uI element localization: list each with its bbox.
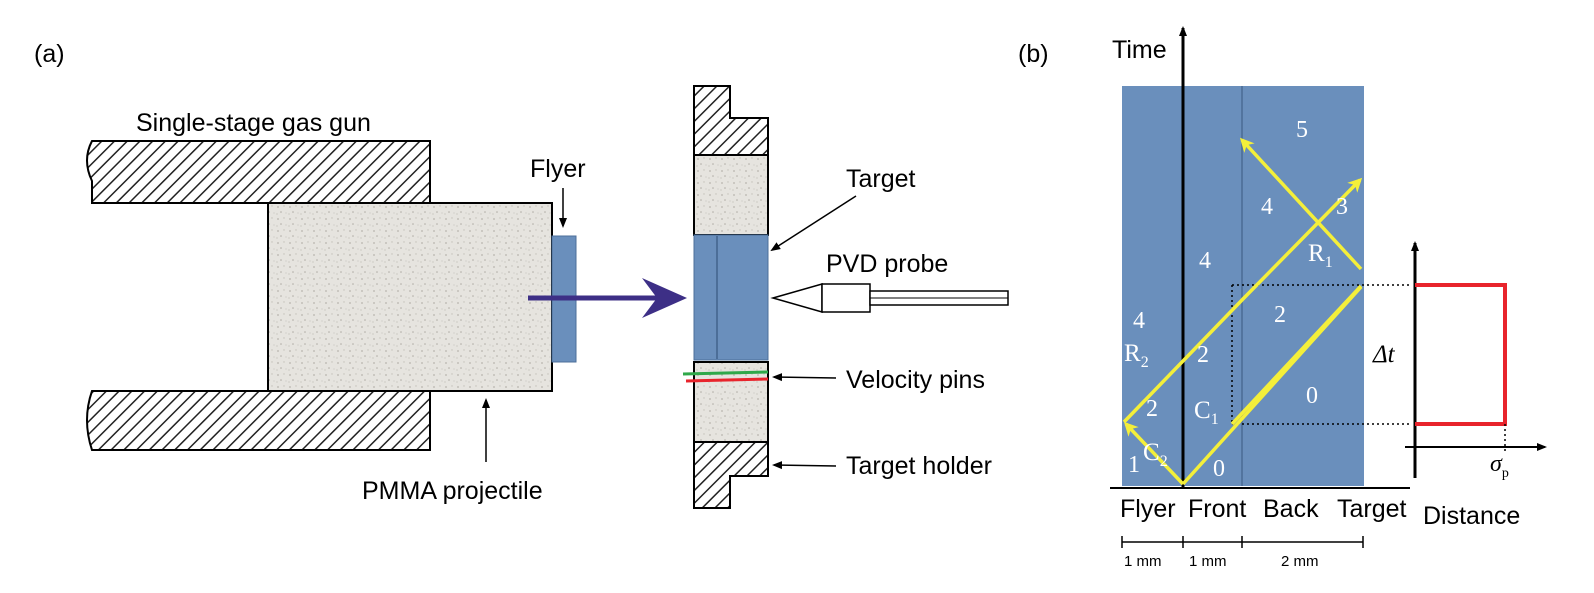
zone-4b: 4: [1199, 248, 1211, 274]
zone-3: 3: [1336, 194, 1348, 220]
wave-r2-c1: [1122, 177, 1363, 424]
distance-axis-label: Distance: [1423, 502, 1520, 530]
wave-label-c2: C2: [1143, 439, 1168, 470]
panel-a: (a) Single-stage gas gun Flyer T: [34, 40, 1009, 509]
inset-delta-t-label: Δt: [1372, 341, 1396, 368]
projectile-label: PMMA projectile: [362, 477, 543, 505]
target-pointer: [770, 195, 857, 252]
time-axis-label: Time: [1112, 36, 1167, 64]
zone-2b: 2: [1197, 342, 1209, 368]
thickness-flyer: 1 mm: [1124, 553, 1162, 570]
wave-label-r2: R2: [1124, 340, 1149, 371]
thickness-back-target: 2 mm: [1281, 553, 1319, 570]
guide-lines: [1231, 284, 1412, 425]
pins-label: Velocity pins: [846, 366, 985, 394]
wave-label-r1: R1: [1308, 240, 1333, 271]
gun-label: Single-stage gas gun: [136, 109, 371, 137]
holder-label: Target holder: [846, 452, 992, 480]
region-back: Back: [1263, 495, 1319, 523]
target-block: [693, 234, 769, 361]
zone-0a: 0: [1306, 383, 1318, 409]
zone-2a: 2: [1274, 302, 1286, 328]
panel-b-label: (b): [1018, 40, 1049, 68]
wave-inner: [1230, 284, 1363, 426]
gun-barrel-top: [86, 140, 431, 204]
holder-bottom-speckle: [693, 361, 769, 443]
pins-pointer: [772, 373, 837, 382]
wave-labels: R1 R2 C1 C2: [1124, 240, 1333, 470]
wave-r1: [1239, 137, 1363, 271]
zone-4a: 4: [1261, 194, 1273, 220]
gun-barrel-bottom: [86, 390, 431, 451]
thickness-front: 1 mm: [1189, 553, 1227, 570]
wave-c2: [1123, 421, 1185, 486]
wave-paths: [1122, 137, 1363, 486]
pmma-projectile: [267, 202, 553, 392]
holder-pointer: [772, 461, 837, 470]
panel-a-label: (a): [34, 40, 65, 68]
panel-b: (b) Time Distance Flyer Front Back Targe…: [1018, 26, 1547, 570]
flyer-label: Flyer: [530, 155, 586, 183]
material-region: [1122, 86, 1364, 486]
holder-top-speckle: [693, 154, 769, 236]
zone-4c: 4: [1133, 308, 1145, 334]
wave-label-c1: C1: [1194, 397, 1219, 428]
holder-top-hatched: [693, 85, 769, 156]
zone-labels: 5 4 3 4 2 4 2 0 2 1 0: [1128, 117, 1348, 482]
stress-pulse-curve: [1415, 283, 1507, 426]
region-target: Target: [1337, 495, 1407, 523]
velocity-pin-red: [685, 377, 769, 383]
probe-label: PVD probe: [826, 250, 948, 278]
thickness-scale: [1121, 536, 1364, 548]
velocity-pin-green: [682, 370, 769, 376]
region-flyer: Flyer: [1120, 495, 1176, 523]
region-front: Front: [1188, 495, 1246, 523]
zone-2c: 2: [1146, 396, 1158, 422]
zone-0b: 0: [1213, 456, 1225, 482]
stress-pulse-inset: Δt σp: [1372, 241, 1547, 481]
holder-bottom-hatched: [693, 441, 769, 509]
zone-5: 5: [1296, 117, 1308, 143]
zone-1: 1: [1128, 452, 1140, 478]
inset-sigma-label: σp: [1490, 451, 1509, 481]
target-label: Target: [846, 165, 916, 193]
pvd-probe: [770, 283, 1009, 313]
